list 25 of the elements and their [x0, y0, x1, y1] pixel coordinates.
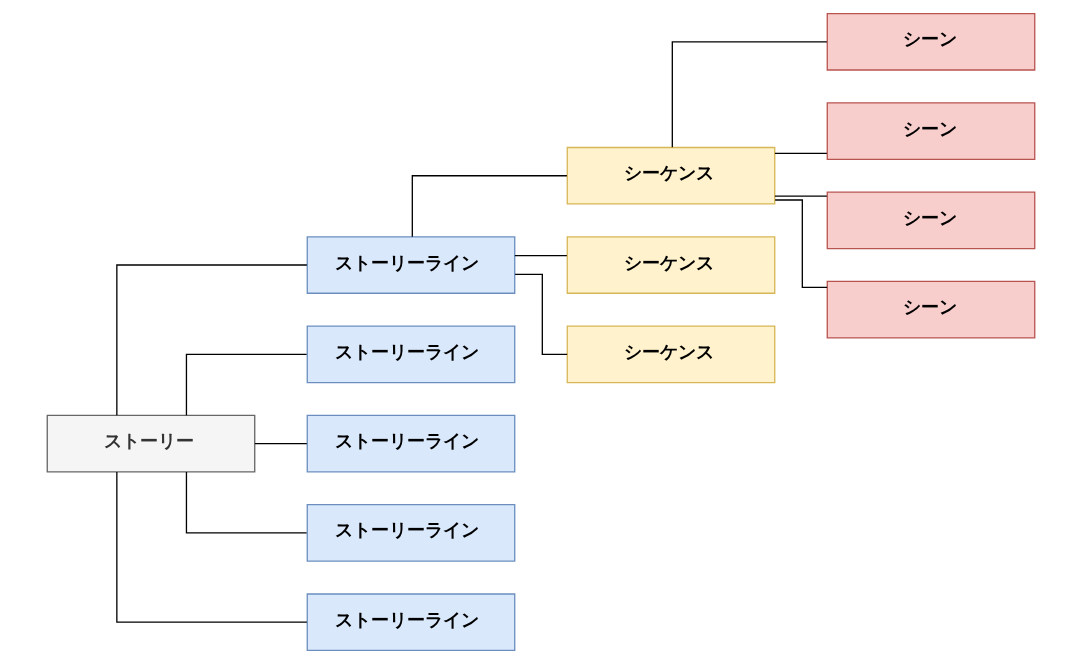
- connector: [514, 254, 568, 257]
- connector: [185, 353, 308, 416]
- node-box: シーケンス: [566, 146, 776, 205]
- connector: [774, 199, 828, 288]
- node-box: シーケンス: [566, 236, 776, 294]
- connector: [514, 273, 568, 355]
- node-box: シーン: [826, 102, 1036, 160]
- connector: [254, 442, 308, 445]
- connector: [774, 152, 828, 155]
- node-box: シーン: [826, 12, 1036, 71]
- node-box: ストーリーライン: [306, 504, 516, 562]
- node-box: シーン: [826, 191, 1036, 250]
- connector: [671, 41, 828, 148]
- node-box: ストーリー: [46, 414, 256, 473]
- node-box: ストーリーライン: [306, 325, 516, 384]
- node-box: ストーリーライン: [306, 414, 516, 473]
- connector: [185, 471, 308, 534]
- connector: [774, 195, 828, 197]
- node-box: シーン: [826, 280, 1036, 339]
- connector: [411, 175, 568, 238]
- node-box: シーケンス: [566, 325, 776, 384]
- connector: [116, 264, 308, 416]
- node-box: ストーリーライン: [306, 236, 516, 294]
- connector: [116, 471, 308, 623]
- node-box: ストーリーライン: [306, 593, 516, 652]
